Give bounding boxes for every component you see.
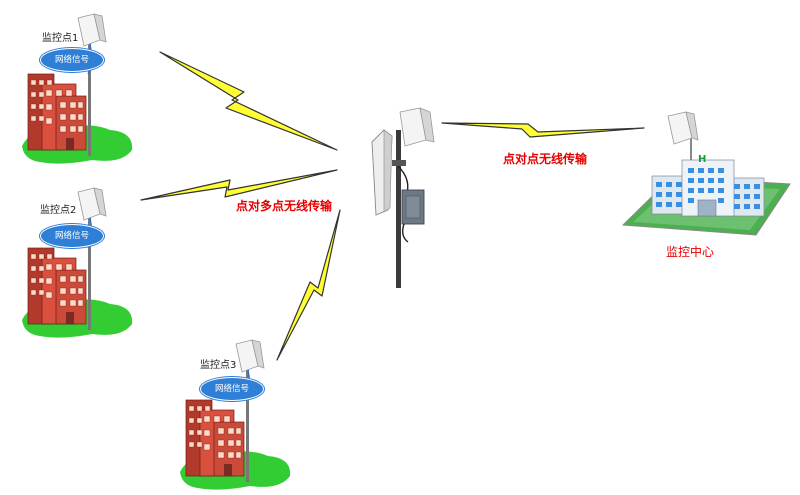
hospital-sign-icon: H <box>698 154 707 165</box>
site-label-3: 监控点3 <box>200 360 237 371</box>
monitoring-center-building <box>621 111 791 236</box>
wireless-link-bolt-site3 <box>276 209 341 361</box>
monitoring-center-label: 监控中心 <box>666 245 715 259</box>
p2p-link-label: 点对点无线传输 <box>503 152 588 166</box>
network-signal-badge-1: 网络信号 <box>40 48 104 72</box>
base-station <box>371 107 435 288</box>
site-label-1: 监控点1 <box>42 33 79 44</box>
wireless-link-bolt-site2 <box>140 169 338 201</box>
monitoring-site-2 <box>21 187 133 339</box>
wireless-link-bolt-site1 <box>159 51 338 151</box>
multipoint-link-label: 点对多点无线传输 <box>236 199 333 213</box>
network-signal-badge-3: 网络信号 <box>200 377 264 401</box>
site-label-2: 监控点2 <box>40 205 77 216</box>
network-signal-badge-2: 网络信号 <box>40 224 104 248</box>
wireless-link-bolt-center <box>441 122 645 138</box>
